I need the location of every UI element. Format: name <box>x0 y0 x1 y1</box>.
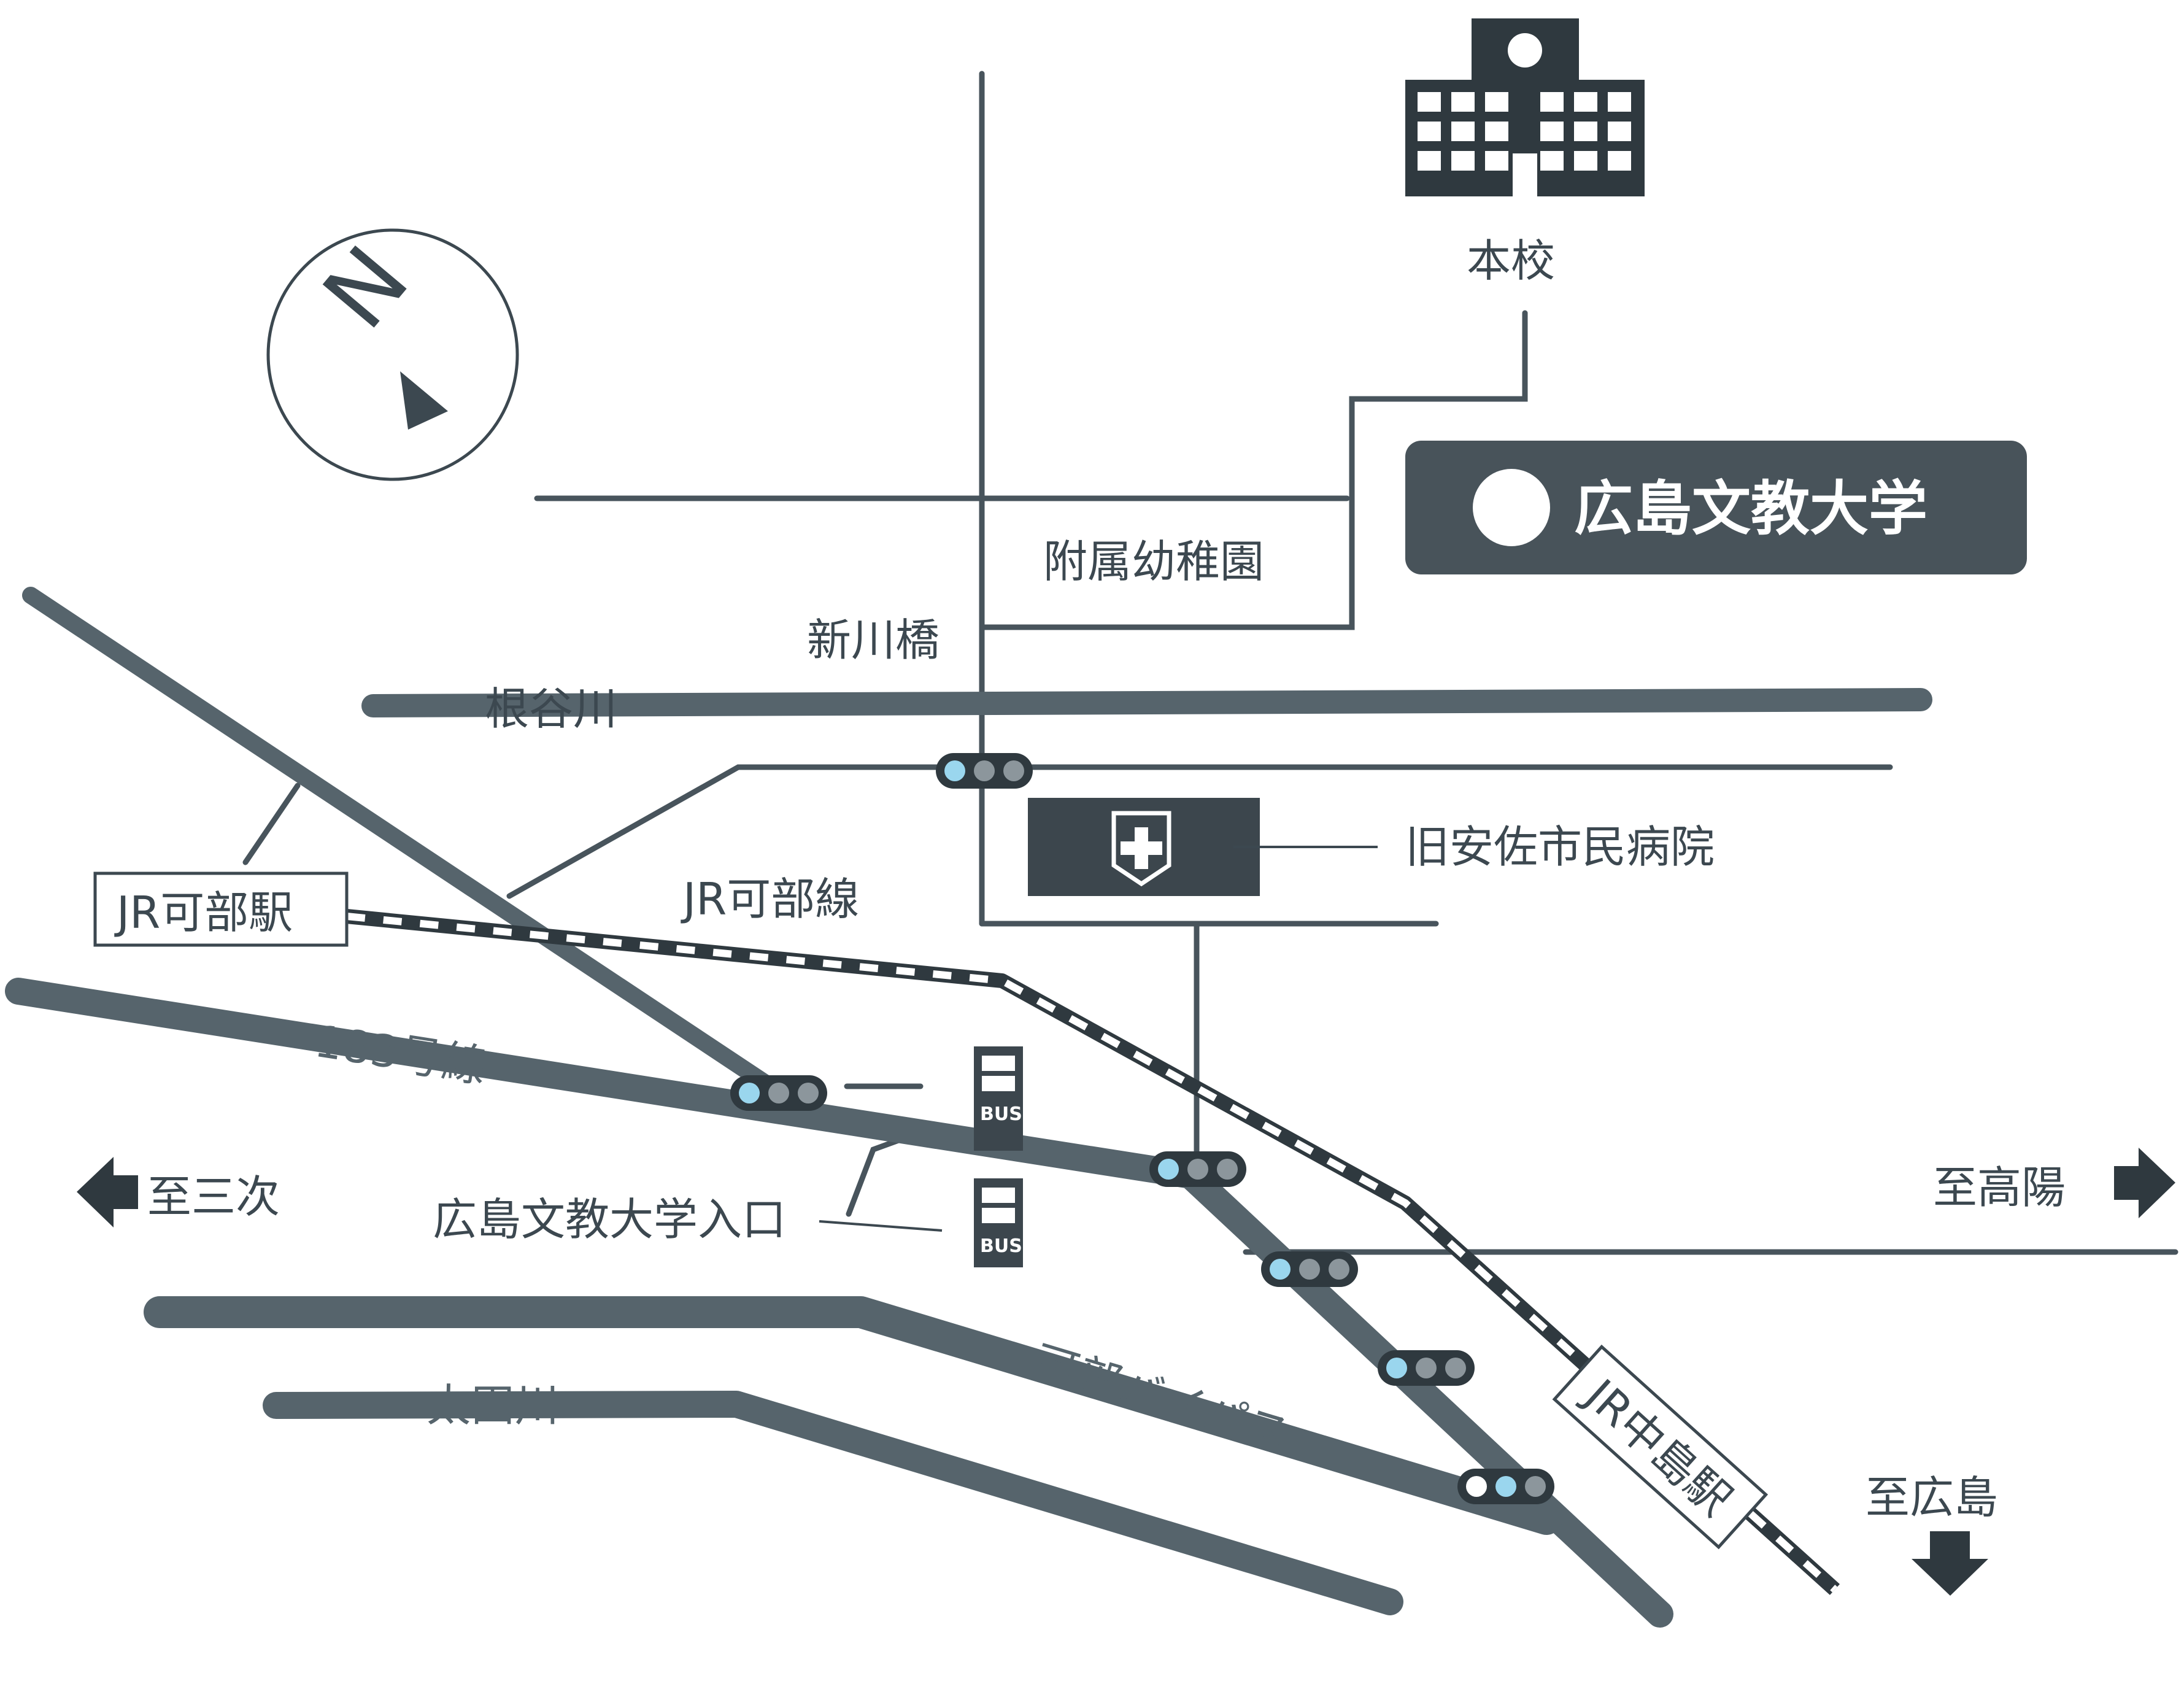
to-hiroshima-label: 至広島 <box>1866 1472 1998 1523</box>
traffic-signal-icon <box>1149 1151 1246 1187</box>
arrow-left-icon <box>77 1157 138 1227</box>
bus-label-north: BUS <box>980 1103 1022 1125</box>
river-ota <box>263 1391 1403 1615</box>
river-ota-label: 太田川 <box>426 1380 559 1431</box>
traffic-signal-icon <box>1261 1251 1358 1287</box>
traffic-signal-icon <box>1457 1469 1554 1504</box>
arrow-down-icon <box>1912 1531 1988 1596</box>
direction-hiroshima: 至広島 <box>1866 1472 1998 1596</box>
to-takaya-label: 至高陽 <box>1933 1162 2066 1213</box>
jr-kabe-station: JR可部駅 <box>93 871 349 947</box>
hospital-label: 旧安佐市民病院 <box>1405 821 1715 873</box>
station-kabe-label: JR可部駅 <box>114 887 293 938</box>
direction-miyoshi: 至三次 <box>77 1157 280 1227</box>
main-campus-label: 本校 <box>1467 235 1555 287</box>
diagonal-road <box>22 587 788 1101</box>
traffic-signal-icon <box>1378 1350 1475 1386</box>
rail-line-label: JR可部線 <box>681 873 859 925</box>
bus-stop-icon-south: BUS <box>974 1178 1023 1267</box>
bus-stop-leader <box>819 1220 943 1232</box>
traffic-signal-icon <box>936 753 1033 789</box>
compass-letter: N <box>303 227 429 349</box>
university-badge: 広島文教大学 <box>1405 441 2027 574</box>
bus-label-south: BUS <box>980 1235 1022 1257</box>
bus-stop-icon-north: BUS <box>974 1046 1023 1151</box>
direction-takaya: 至高陽 <box>1933 1148 2175 1218</box>
university-title: 広島文教大学 <box>1574 474 1927 543</box>
to-miyoshi-label: 至三次 <box>147 1171 280 1223</box>
river-negaya-label: 根谷川 <box>485 683 617 735</box>
kabe-bypass-road <box>144 1296 1562 1535</box>
bypass-label: 可部バイパス <box>1028 1335 1296 1461</box>
hospital: 旧安佐市民病院 <box>1028 798 1715 896</box>
traffic-signal-icon <box>730 1075 827 1111</box>
jr-nakashima-station: JR中島駅 <box>1552 1344 1769 1550</box>
kindergarten-label: 附属幼稚園 <box>1043 536 1264 587</box>
traffic-signals <box>730 753 1554 1504</box>
north-arrow-icon <box>400 371 448 430</box>
compass: N <box>266 227 519 481</box>
arrow-right-icon <box>2114 1148 2175 1218</box>
route-183-label: 183号線 <box>311 1015 490 1093</box>
hospital-shield-icon <box>1111 811 1171 887</box>
bus-stop-label: 広島文教大学入口 <box>433 1194 786 1245</box>
river-negaya <box>361 688 1932 717</box>
bridge-label: 新川橋 <box>807 614 940 666</box>
station-nakashima-label: JR中島駅 <box>1574 1368 1742 1526</box>
university-building-icon <box>1405 18 1645 196</box>
